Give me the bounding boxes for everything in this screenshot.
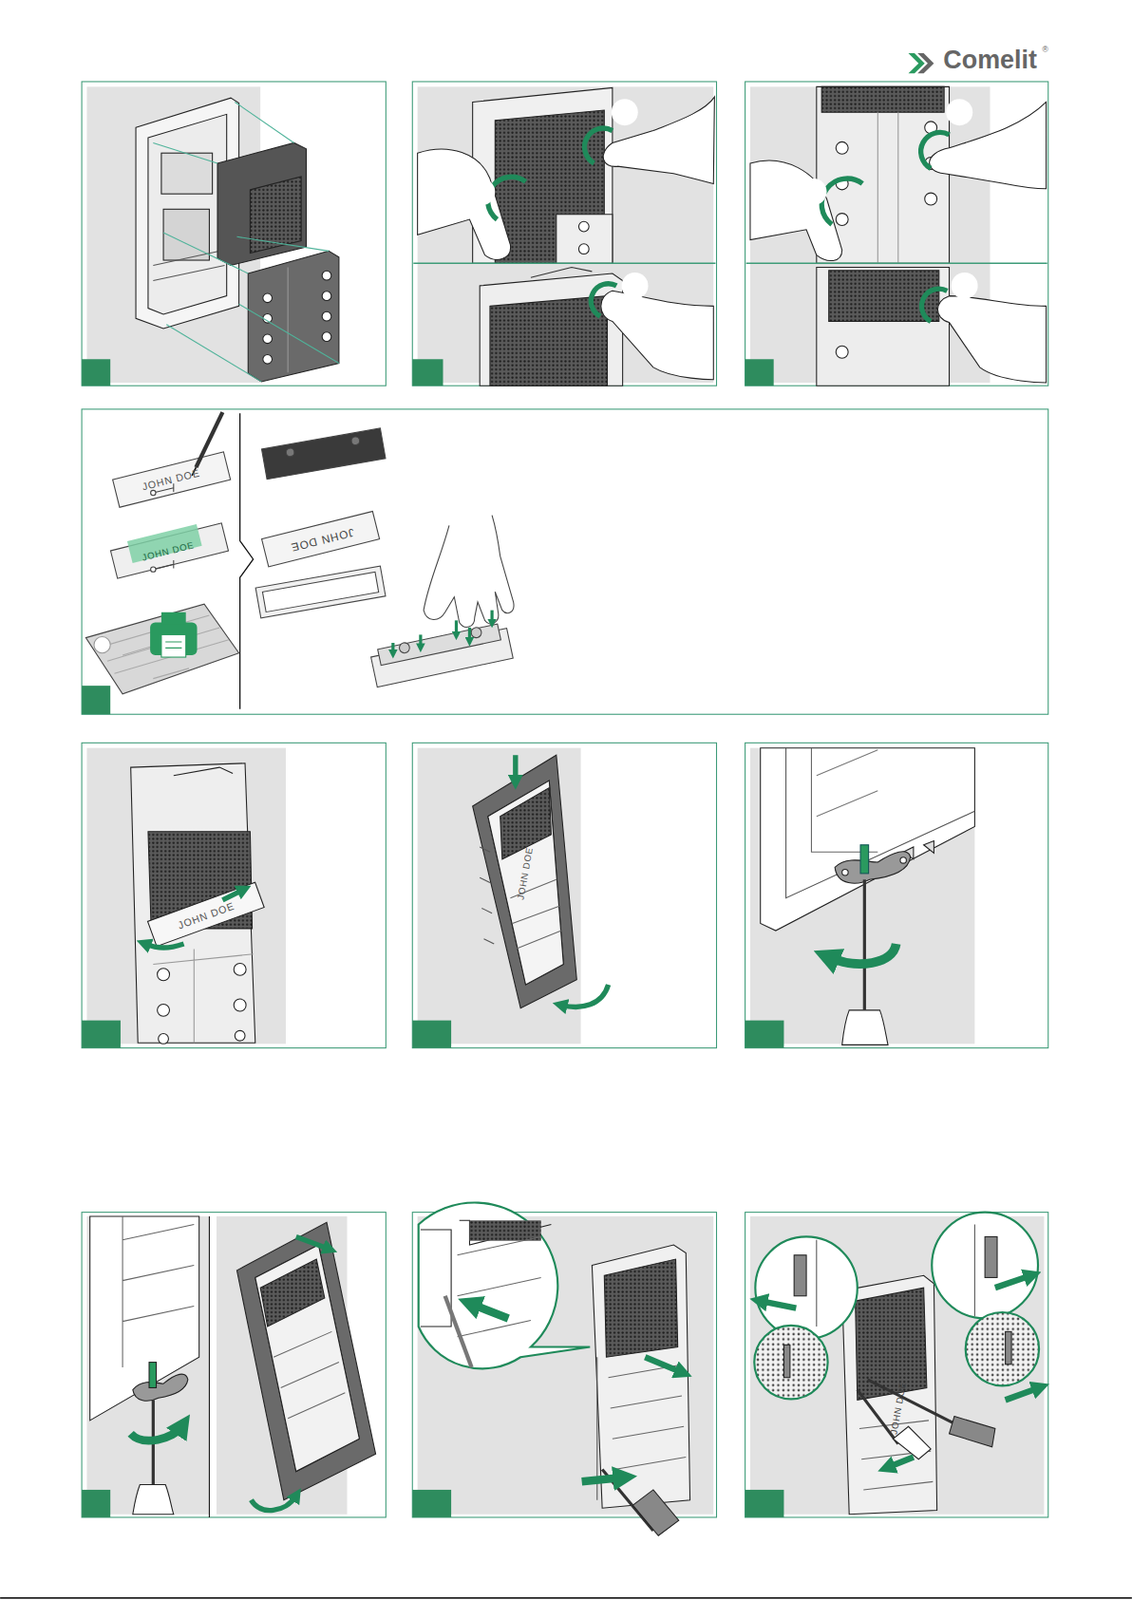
grey-grounds (86, 86, 1044, 1514)
divider-line (240, 413, 254, 710)
panel-3-marks (821, 132, 949, 321)
panel-5-arrows (145, 889, 244, 948)
panel-10-arrows (760, 1275, 1039, 1468)
panel-4-art (85, 412, 514, 695)
panel-8-art (90, 1216, 377, 1518)
panel-9-arrows (471, 1303, 682, 1482)
name-card-text: JOHN DOE (516, 847, 535, 902)
step-squares (81, 358, 784, 1518)
panel-5-art (131, 763, 265, 1045)
panel-6-arrows (515, 754, 609, 1007)
name-card-text: JOHN DOE (176, 900, 236, 930)
panel-7-art (760, 748, 976, 1046)
panel-6-art (472, 754, 578, 1009)
panel-10-art (754, 1212, 1039, 1515)
name-card-text: JOHN DOE (141, 540, 196, 563)
panel-8-arrows (131, 1236, 329, 1510)
registered-mark: ® (1041, 45, 1048, 55)
panel-3-art (750, 86, 1047, 386)
logo-mark (908, 53, 935, 74)
name-card-text: JOHN DOE (888, 1381, 907, 1436)
panel-4-arrows (393, 610, 492, 654)
panel-9-art (418, 1203, 691, 1537)
divider-line (746, 262, 1048, 265)
page-edge-line (0, 1597, 1132, 1600)
panel-1-art (135, 97, 340, 382)
callout-circles (800, 98, 979, 300)
panel-frames (81, 81, 1049, 1518)
panel-2-marks (488, 128, 618, 317)
name-card-text: JOHN DOE (289, 525, 356, 552)
callout-circles (468, 98, 648, 300)
rotate-arrow (829, 943, 897, 964)
panel-2-art (417, 87, 716, 403)
divider-line (413, 262, 716, 265)
name-card-text: JOHN DOE (141, 467, 202, 492)
brand-logo: Comelit (943, 47, 1038, 74)
